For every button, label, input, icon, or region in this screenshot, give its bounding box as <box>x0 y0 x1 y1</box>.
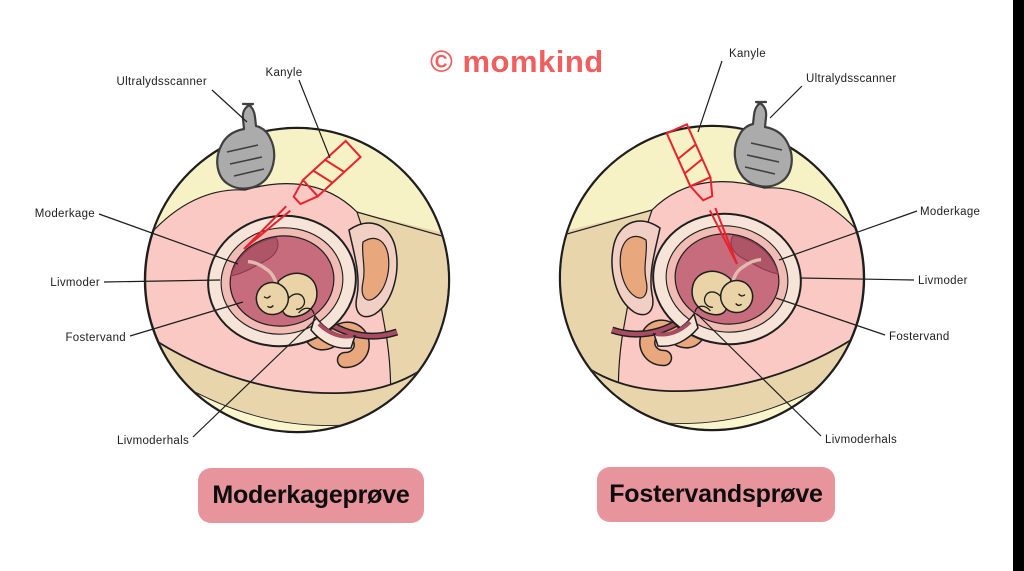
brand-logo: © momkind <box>430 44 604 79</box>
label-fostervand: Fostervand <box>775 297 950 343</box>
label-kanyle: Kanyle <box>697 48 766 133</box>
label-livmoderhals: Livmoderhals <box>696 313 897 446</box>
label-livmoderhals: Livmoderhals <box>117 317 318 447</box>
label-livmoder: Livmoder <box>799 275 968 287</box>
label-ultralydsscanner: Ultralydsscanner <box>117 76 248 123</box>
womb-illustration <box>145 104 453 436</box>
womb-illustration <box>556 102 864 434</box>
diagram-moderkageproeve: Ultralydsscanner Kanyle Moderkage Livmod… <box>35 67 470 447</box>
label-moderkage: Moderkage <box>35 208 239 265</box>
svg-text:Kanyle: Kanyle <box>266 67 303 79</box>
label-fostervand: Fostervand <box>65 301 244 344</box>
svg-text:Moderkage: Moderkage <box>920 206 980 218</box>
svg-text:Kanyle: Kanyle <box>729 48 766 60</box>
label-moderkage: Moderkage <box>778 206 980 261</box>
svg-text:Livmoder: Livmoder <box>50 277 100 289</box>
diagram-fostervandsproeve: Kanyle Ultralydsscanner Moderkage Livmod… <box>550 48 980 446</box>
svg-text:Livmoder: Livmoder <box>918 275 968 287</box>
svg-text:Livmoderhals: Livmoderhals <box>117 435 189 447</box>
svg-text:Livmoderhals: Livmoderhals <box>825 434 897 446</box>
label-livmoder: Livmoder <box>50 277 221 289</box>
label-ultralydsscanner: Ultralydsscanner <box>769 73 896 119</box>
svg-text:Moderkage: Moderkage <box>35 208 95 220</box>
svg-text:Ultralydsscanner: Ultralydsscanner <box>806 73 896 85</box>
badge-moderkageproeve: Moderkageprøve <box>198 468 424 523</box>
label-kanyle: Kanyle <box>266 67 331 159</box>
badge-fostervandsproeve: Fostervandsprøve <box>597 467 835 522</box>
svg-text:Fostervand: Fostervand <box>65 332 126 344</box>
svg-text:Fostervand: Fostervand <box>889 331 950 343</box>
right-black-bar <box>1013 0 1024 571</box>
svg-text:Ultralydsscanner: Ultralydsscanner <box>117 76 207 88</box>
